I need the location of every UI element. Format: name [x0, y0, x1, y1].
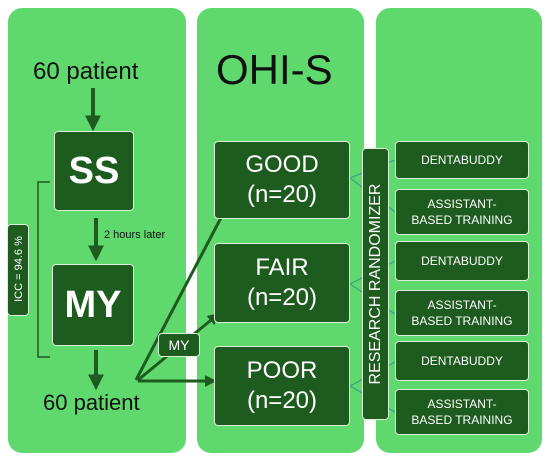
icc-bracket [37, 181, 50, 358]
my-box: MY [52, 264, 134, 346]
group-good-box: GOOD (n=20) [214, 141, 350, 219]
group-fair-n: (n=20) [246, 284, 318, 311]
bottom-patient-count: 60 patient [43, 390, 140, 415]
ss-label: SS [68, 149, 120, 192]
group-poor-box: POOR (n=20) [214, 346, 350, 426]
group-good-n: (n=20) [246, 181, 318, 208]
group-poor-n: (n=20) [246, 387, 318, 414]
arm-fair-dentabuddy: DENTABUDDY [395, 241, 529, 281]
my-tag: MY [158, 333, 200, 357]
icc-badge: ICC = 94.6 % [7, 224, 29, 316]
group-poor-name: POOR [246, 357, 318, 384]
group-good-name: GOOD [245, 151, 319, 178]
research-randomizer: RESEARCH RANDOMIZER [362, 148, 389, 420]
line-to-good [134, 211, 226, 381]
group-fair-box: FAIR (n=20) [214, 243, 350, 323]
delay-label: 2 hours later [104, 229, 166, 241]
icc-label: ICC = 94.6 % [13, 236, 25, 302]
arm-good-assistant: ASSISTANT-BASED TRAINING [395, 189, 529, 235]
my-tag-label: MY [168, 337, 190, 353]
randomizer-label: RESEARCH RANDOMIZER [367, 183, 384, 385]
arm-poor-dentabuddy: DENTABUDDY [395, 341, 529, 381]
top-patient-count: 60 patient [33, 58, 139, 85]
arm-fair-assistant: ASSISTANT-BASED TRAINING [395, 290, 529, 336]
arm-good-dentabuddy: DENTABUDDY [395, 141, 529, 179]
arm-poor-assistant: ASSISTANT-BASED TRAINING [395, 389, 529, 435]
ohis-title: OHI-S [216, 46, 333, 93]
group-fair-name: FAIR [255, 254, 309, 281]
ss-box: SS [54, 131, 134, 211]
my-label: MY [64, 283, 122, 326]
